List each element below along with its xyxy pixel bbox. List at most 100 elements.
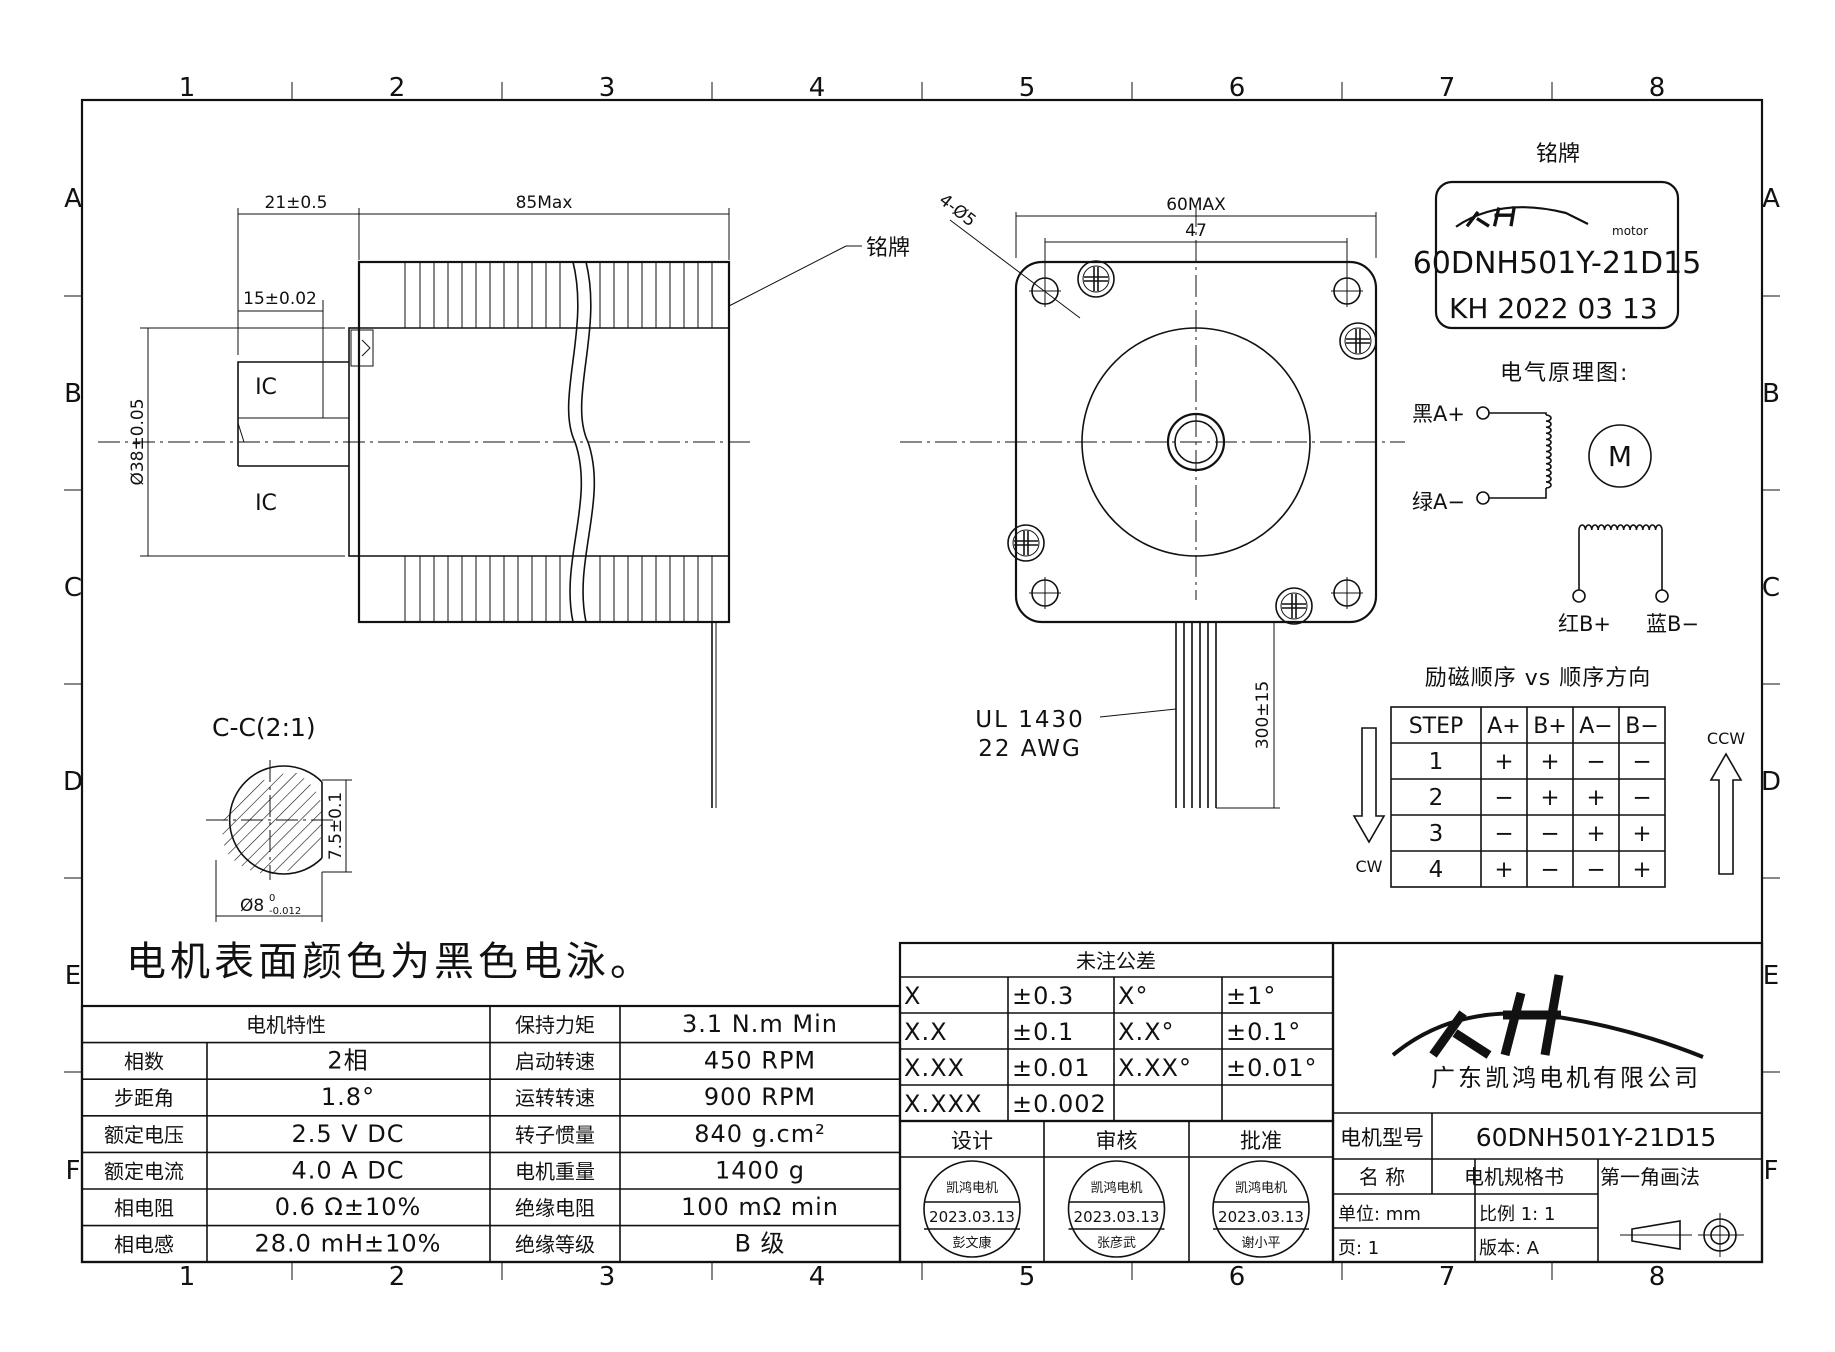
excitation-cell: + xyxy=(1494,749,1513,775)
nameplate-date: KH 2022 03 13 xyxy=(1449,292,1658,325)
zone-row-left: E xyxy=(65,961,81,991)
stamp-name: 张彦武 xyxy=(1097,1235,1136,1251)
model-value: 60DNH501Y-21D15 xyxy=(1476,1123,1716,1152)
first-angle-projection-icon xyxy=(1620,1213,1744,1257)
stamp-company: 凯鸿电机 xyxy=(946,1180,998,1196)
excitation-cell: + xyxy=(1494,857,1513,883)
dim-length: 85Max xyxy=(516,193,573,213)
stamp-company: 凯鸿电机 xyxy=(1090,1180,1142,1196)
excitation-cell: + xyxy=(1632,821,1651,847)
zone-col-bottom: 1 xyxy=(179,1262,196,1292)
motor-symbol: M xyxy=(1608,440,1632,473)
tolerance-title: 未注公差 xyxy=(1076,949,1156,973)
tolerance-cell: X xyxy=(904,982,921,1010)
screw-head xyxy=(1275,587,1313,625)
tolerance-cell: ±0.01 xyxy=(1012,1054,1091,1082)
excitation-header: A− xyxy=(1579,714,1612,739)
zone-col-bottom: 2 xyxy=(389,1262,406,1292)
spec-left-label: 相数 xyxy=(124,1050,164,1074)
excitation-cell: + xyxy=(1586,821,1605,847)
excitation-cell: − xyxy=(1586,749,1605,775)
scale-label: 比例 1: 1 xyxy=(1479,1204,1555,1225)
spec-right-value: 1400 g xyxy=(715,1156,805,1184)
spec-right-value: 840 g.cm² xyxy=(694,1120,826,1148)
zone-row-left: A xyxy=(64,184,82,214)
zone-row-left: B xyxy=(64,379,82,409)
section-dim-dia: Ø8 xyxy=(240,896,264,916)
approval-stamp xyxy=(1067,1160,1166,1258)
spec-left-label: 步距角 xyxy=(114,1086,174,1110)
tolerance-cell: ±1° xyxy=(1226,982,1276,1010)
dim-shaft: 15±0.02 xyxy=(243,289,317,309)
tolerance-cell: X.XX xyxy=(904,1054,965,1082)
nameplate-callout: 铭牌 xyxy=(866,236,910,261)
spec-right-label: 保持力矩 xyxy=(515,1013,595,1037)
surface-note: 电机表面颜色为黑色电泳。 xyxy=(126,939,654,985)
nameplate-model: 60DNH501Y-21D15 xyxy=(1413,246,1702,281)
wire-spec-1: UL 1430 xyxy=(975,707,1085,733)
spec-right-value: 900 RPM xyxy=(704,1083,816,1111)
zone-row-right: B xyxy=(1762,379,1780,409)
excitation-cell: − xyxy=(1540,857,1559,883)
zone-col-top: 4 xyxy=(809,73,826,103)
zone-row-right: C xyxy=(1762,573,1780,603)
spec-right-label: 绝缘电阻 xyxy=(515,1196,595,1220)
tolerance-cell: ±0.01° xyxy=(1226,1054,1318,1082)
screw-head xyxy=(1077,260,1115,298)
spec-right-value: 100 mΩ min xyxy=(681,1193,839,1221)
approval-header: 批准 xyxy=(1240,1129,1282,1153)
tolerance-cell: X.XXX xyxy=(904,1090,982,1118)
spec-left-label: 额定电流 xyxy=(104,1159,184,1183)
section-view: C-C(2:1) 7.5±0.1 Ø8 0 -0.012 xyxy=(206,713,352,922)
tolerance-cell: ±0.002 xyxy=(1012,1090,1107,1118)
section-dim-lower: -0.012 xyxy=(269,906,301,917)
spec-right-label: 转子惯量 xyxy=(515,1123,595,1147)
zone-col-bottom: 8 xyxy=(1649,1262,1666,1292)
model-label: 电机型号 xyxy=(1340,1126,1424,1150)
excitation-cell: 4 xyxy=(1429,857,1444,883)
tolerance-cell: X.X° xyxy=(1118,1018,1175,1046)
spec-left-label: 相电感 xyxy=(114,1233,174,1257)
dim-lead: 300±15 xyxy=(1253,681,1273,749)
spec-right-value: B 级 xyxy=(734,1230,785,1258)
section-title: C-C(2:1) xyxy=(212,713,316,742)
nameplate-title: 铭牌 xyxy=(1536,142,1580,167)
front-view: 60MAX 47 4-Ø5 300±15 UL 1430 22 AWG xyxy=(900,190,1405,809)
schematic: 电气原理图: 黑A+ 绿A− M 红B+ 蓝B− xyxy=(1412,361,1699,636)
tolerance-cell: X.XX° xyxy=(1118,1054,1192,1082)
stamp-company: 凯鸿电机 xyxy=(1235,1180,1287,1196)
zone-col-top: 3 xyxy=(599,73,616,103)
excitation-cell: − xyxy=(1586,857,1605,883)
cw-label: CW xyxy=(1356,857,1383,876)
name-value: 电机规格书 xyxy=(1464,1165,1564,1189)
section-dim-upper: 0 xyxy=(269,893,275,904)
a-minus-label: 绿A− xyxy=(1412,490,1465,514)
approval-header: 审核 xyxy=(1096,1129,1138,1153)
specs-title: 电机特性 xyxy=(246,1013,326,1037)
spec-left-value: 28.0 mH±10% xyxy=(255,1230,442,1258)
page-label: 页: 1 xyxy=(1338,1238,1379,1259)
excitation-cell: + xyxy=(1586,785,1605,811)
zone-row-right: D xyxy=(1761,767,1781,797)
excitation-header: A+ xyxy=(1487,714,1520,739)
unit-label: 单位: mm xyxy=(1338,1204,1421,1225)
screw-head xyxy=(1007,524,1045,562)
screw-head xyxy=(1339,322,1377,360)
stamp-date: 2023.03.13 xyxy=(1074,1208,1160,1226)
dim-width: 60MAX xyxy=(1166,195,1226,215)
spec-right-label: 绝缘等级 xyxy=(515,1233,595,1257)
zone-col-top: 6 xyxy=(1229,73,1246,103)
nameplate: 铭牌 motor 60DNH501Y-21D15 KH 2022 03 13 xyxy=(1413,142,1702,330)
tolerance-cell: ±0.1 xyxy=(1012,1018,1074,1046)
tolerance-cell: X° xyxy=(1118,982,1148,1010)
flat-label-top: IC xyxy=(255,375,277,400)
brand-logo xyxy=(1455,206,1589,228)
zone-col-top: 2 xyxy=(389,73,406,103)
zone-col-bottom: 6 xyxy=(1229,1262,1246,1292)
spec-left-value: 1.8° xyxy=(321,1083,375,1111)
a-plus-label: 黑A+ xyxy=(1412,402,1465,426)
excitation-cell: + xyxy=(1540,785,1559,811)
